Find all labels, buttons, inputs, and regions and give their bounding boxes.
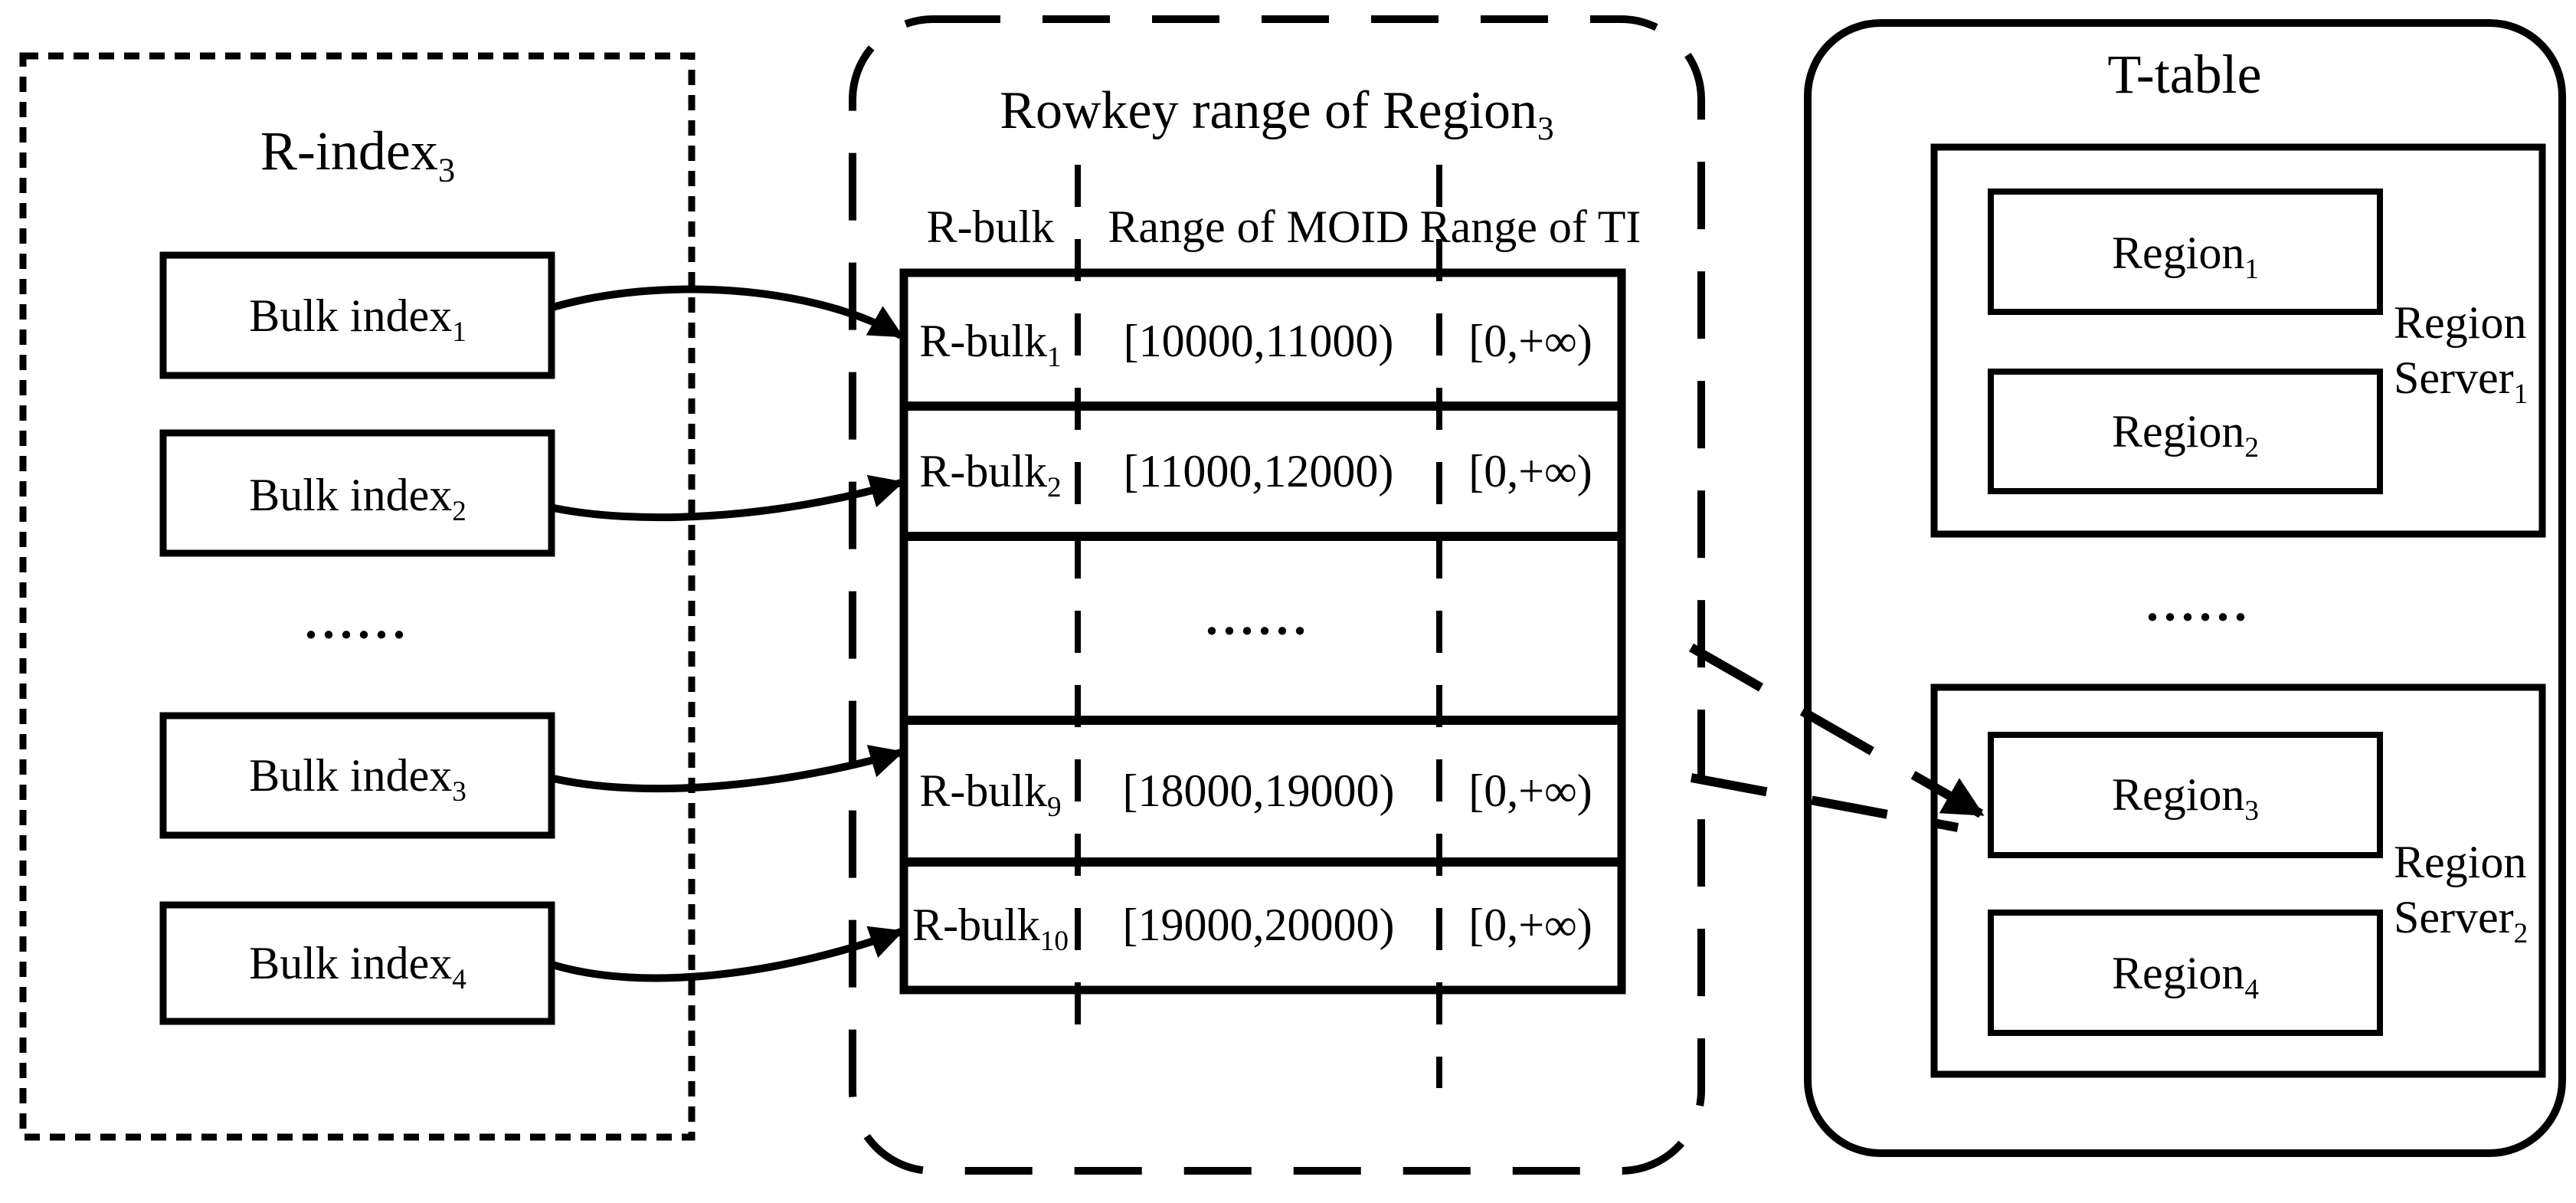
bulk-index-4-label: Bulk index4 (249, 938, 466, 995)
table-row-1-rbulk: R-bulk1 (919, 316, 1062, 373)
region-server-2-box (1930, 683, 2546, 1078)
region-3-label: Region3 (2112, 769, 2259, 827)
region-server-2-label: Region Server2 (2394, 834, 2529, 949)
table-row-5-rbulk: R-bulk10 (912, 900, 1069, 957)
bulk-index-1-label: Bulk index1 (249, 290, 466, 348)
column-header-ti: Range of TI (1419, 202, 1642, 252)
region-server-1-box (1930, 143, 2546, 538)
table-row-1-ti: [0,+∞) (1468, 316, 1592, 366)
arrow-bulk2-to-rbulk2 (548, 474, 905, 522)
region-2-box (1988, 369, 2383, 494)
region-server-2-label-line2: Server2 (2394, 892, 2529, 949)
table-row-2-ti: [0,+∞) (1468, 446, 1592, 497)
table-row-5-ti: [0,+∞) (1468, 900, 1592, 950)
region-2-label: Region2 (2112, 406, 2259, 464)
t-table-title: T-table (2107, 44, 2262, 105)
region-1-label: Region1 (2112, 228, 2259, 285)
table-row-4-ti: [0,+∞) (1468, 765, 1592, 816)
table-row-1-moid: [10000,11000) (1123, 316, 1394, 366)
r-index-title-sub: 3 (437, 150, 456, 189)
bulk-index-3-label: Bulk index3 (249, 750, 466, 808)
r-index-title-text: R-index (260, 120, 438, 182)
region-server-1-label-line1: Region (2394, 297, 2527, 348)
rowkey-table-border (899, 268, 1626, 995)
region-1-box (1988, 188, 2383, 315)
t-table-container-box (1804, 19, 2566, 1157)
region-server-1-label-line2: Server1 (2394, 352, 2529, 410)
table-row-3-ellipsis: ...... (1206, 590, 1311, 645)
table-row-2-moid: [11000,12000) (1123, 446, 1394, 497)
table-row-5-moid: [19000,20000) (1122, 900, 1395, 950)
dashed-arrow-lower-to-region3 (1690, 773, 1959, 832)
region-4-box (1988, 910, 2383, 1036)
column-header-rbulk: R-bulk (926, 202, 1055, 252)
column-header-moid: Range of MOID (1108, 202, 1409, 252)
dashed-arrow-upper-to-region3 (1689, 643, 1985, 818)
region-3-box (1988, 732, 2383, 858)
region-server-1-label: Region Server1 (2394, 295, 2529, 410)
table-row-2-rbulk: R-bulk2 (919, 446, 1062, 503)
table-row-4-rbulk: R-bulk9 (919, 765, 1062, 823)
arrow-bulk3-to-rbulk9 (548, 745, 905, 793)
bulk-index-2-label: Bulk index2 (249, 470, 466, 527)
bulk-index-2-box (159, 429, 555, 557)
rowkey-range-container-box (849, 15, 1705, 1175)
arrow-bulk4-to-rbulk10 (548, 926, 905, 982)
bulk-index-1-box (159, 251, 555, 379)
table-row-4-moid: [18000,19000) (1122, 765, 1395, 816)
left-ellipsis: ...... (305, 594, 411, 649)
region-4-label: Region4 (2112, 948, 2259, 1005)
r-index-container-box (19, 52, 696, 1141)
right-ellipsis: ...... (2146, 576, 2252, 631)
rowkey-range-title: Rowkey range of Region3 (1000, 81, 1554, 147)
r-index-title: R-index3 (260, 120, 455, 187)
region-server-2-label-line1: Region (2394, 837, 2527, 887)
arrow-bulk1-to-rbulk1 (548, 285, 904, 339)
